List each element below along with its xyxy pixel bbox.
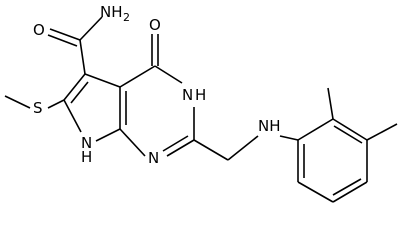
bond-camide-o-double xyxy=(47,34,78,47)
bond-aryl-2-3 xyxy=(332,118,368,141)
bond-aryl-4-5-double xyxy=(332,178,362,196)
bond-c2-n1-double xyxy=(162,135,189,152)
atom-s: S xyxy=(33,99,43,117)
bond-c5-c4a xyxy=(84,73,121,88)
bond-camide-n xyxy=(79,16,103,41)
bond-aryl-methyl-3 xyxy=(366,123,398,141)
atom-n3-h: H xyxy=(195,86,206,104)
atom-amide-n-subscript: 2 xyxy=(123,11,130,24)
bond-c2-ch2 xyxy=(193,139,229,161)
bond-c4-n3 xyxy=(154,65,183,84)
atom-amine-nh: NH xyxy=(258,117,281,135)
structure-canvas: NH 2 O O N H N N H S NH xyxy=(4,3,398,203)
atom-ring-o: O xyxy=(149,16,161,34)
bond-s-ch3 xyxy=(4,95,31,109)
atom-n7-h: H xyxy=(81,148,92,166)
bond-c6-n7 xyxy=(63,99,82,133)
bond-c2-n1 xyxy=(166,139,195,157)
bond-c5-c6-double xyxy=(70,81,89,104)
atom-n3: N xyxy=(182,86,193,104)
bond-aryl-1-2 xyxy=(297,118,334,141)
bond-c6-s xyxy=(47,99,65,109)
bond-n1-c7a xyxy=(119,128,146,157)
atom-amide-n: NH xyxy=(100,3,123,21)
molecule-drawing: NH 2 O O N H N N H S NH xyxy=(4,3,398,203)
bond-ch2-nh xyxy=(227,135,259,161)
bond-c5-c6 xyxy=(63,73,86,101)
atom-n1: N xyxy=(148,149,159,167)
bond-aryl-5-6 xyxy=(297,181,334,203)
bond-n7-c7a xyxy=(95,128,121,142)
bond-aryl-2-3-double xyxy=(333,125,363,144)
bond-c5-camide xyxy=(79,39,86,75)
bond-aryl-methyl-2 xyxy=(327,87,334,120)
bond-c4a-c4 xyxy=(119,65,156,88)
bond-aryl-4-5 xyxy=(332,181,368,203)
atom-carbonyl-o: O xyxy=(33,21,45,39)
bond-camide-o xyxy=(49,28,81,41)
bond-nh-aryl xyxy=(279,135,299,141)
atom-n7: N xyxy=(81,134,92,152)
